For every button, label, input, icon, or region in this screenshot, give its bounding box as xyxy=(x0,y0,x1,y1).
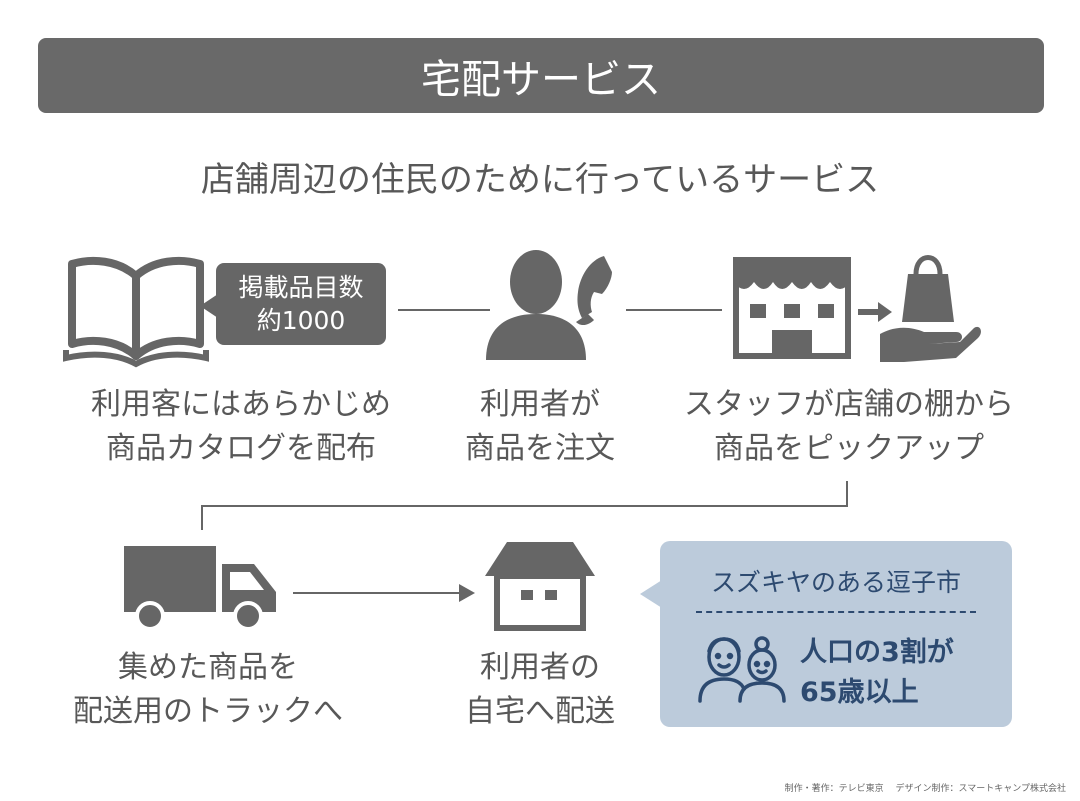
step-5-label: 利用者の自宅へ配送 xyxy=(465,650,615,729)
page-title: 宅配サービス xyxy=(421,56,661,103)
step-4-label: 集めた商品を配送用のトラックへ xyxy=(73,650,343,729)
store-handoff-icon xyxy=(733,255,981,362)
badge-pointer xyxy=(200,294,218,318)
connector-2-3 xyxy=(626,309,722,311)
bracket-horizontal xyxy=(201,505,848,507)
title-bar: 宅配サービス xyxy=(38,38,1044,113)
arrow-head-icon xyxy=(459,584,475,602)
badge-line1: 掲載品目数 xyxy=(238,273,364,302)
connector-1-2 xyxy=(398,309,490,311)
callout-divider xyxy=(696,611,976,613)
badge-line2: 約1000 xyxy=(256,306,346,335)
bracket-down-left xyxy=(201,505,203,530)
callout-pointer xyxy=(640,580,662,608)
step-2-label: 利用者が商品を注文 xyxy=(465,387,615,466)
truck-icon xyxy=(124,546,276,631)
callout-title: スズキヤのある逗子市 xyxy=(710,568,961,597)
credit-text: 制作・著作：テレビ東京 デザイン制作：スマートキャンプ株式会社 xyxy=(784,784,1066,794)
step-1-label: 利用客にはあらかじめ商品カタログを配布 xyxy=(91,387,391,466)
connector-4-5 xyxy=(293,592,461,594)
house-icon xyxy=(485,542,595,631)
person-phone-icon xyxy=(486,250,612,360)
catalog-count-badge: 掲載品目数 約1000 xyxy=(216,263,386,345)
open-book-icon xyxy=(63,256,209,368)
elderly-couple-icon xyxy=(698,636,786,703)
step-3-label: スタッフが店舗の棚から商品をピックアップ xyxy=(684,387,1014,466)
subtitle: 店舗周辺の住民のために行っているサービス xyxy=(200,160,880,200)
bracket-down-right xyxy=(846,481,848,506)
